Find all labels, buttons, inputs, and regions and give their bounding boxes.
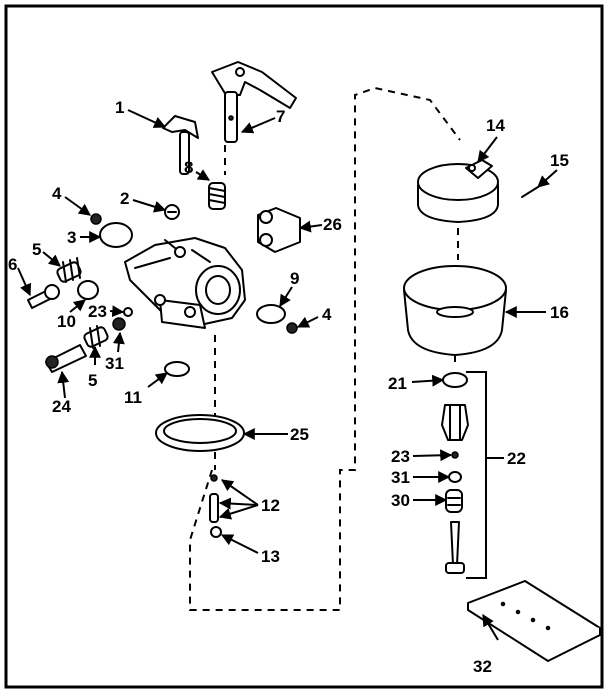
- part-14-float: [417, 159, 499, 223]
- part-22-fitting-assembly: [441, 404, 469, 441]
- callout-5b: 5: [88, 371, 97, 390]
- callout-6: 6: [8, 255, 17, 274]
- callout-3: 3: [67, 228, 76, 247]
- diagram-border: [4, 4, 604, 689]
- part-5a-spring: [56, 257, 82, 283]
- part-15-hinge-pin: [521, 186, 539, 198]
- callout-25: 25: [290, 425, 309, 444]
- part-32-gasket-card: [467, 580, 601, 662]
- part-23a-o-ring: [123, 307, 133, 317]
- callout-30: 30: [391, 491, 410, 510]
- callout-12: 12: [261, 496, 280, 515]
- callout-13: 13: [261, 547, 280, 566]
- carburetor-body: [124, 237, 246, 329]
- callout-11: 11: [124, 388, 142, 407]
- assembly-guide-left: [189, 86, 461, 611]
- part-31b-washer: [448, 471, 462, 483]
- callout-22: 22: [507, 449, 526, 468]
- callout-31a: 31: [105, 354, 124, 373]
- callout-32: 32: [473, 657, 492, 676]
- part-26-fuel-fitting: [257, 207, 301, 253]
- callout-15: 15: [550, 151, 569, 170]
- callout-23a: 23: [88, 302, 107, 321]
- callout-14: 14: [486, 116, 505, 135]
- part-31a-washer: [112, 317, 126, 331]
- part-23b-o-ring: [451, 451, 459, 459]
- callout-5a: 5: [32, 240, 41, 259]
- assembly-guide-right: [454, 215, 459, 368]
- part-13-pin: [210, 526, 222, 538]
- part-21-gasket: [442, 372, 468, 388]
- part-25-gasket: [155, 414, 245, 452]
- part-8-spring: [208, 182, 226, 210]
- part-12-pin: [209, 493, 219, 523]
- part-1-choke-shaft: [162, 115, 199, 175]
- part-4b-screw: [286, 322, 298, 334]
- callout-10: 10: [57, 312, 76, 331]
- callout-labels: 1 7 8 2 4 3 26 5 6 9 10 23 4 31 5 24 11 …: [8, 98, 569, 676]
- callout-7: 7: [276, 107, 285, 126]
- callout-23b: 23: [391, 447, 410, 466]
- callout-4b: 4: [322, 305, 332, 324]
- part-12-clip: [210, 474, 218, 482]
- part-4a-screw: [90, 213, 102, 225]
- part-6-screw: [27, 284, 60, 309]
- callout-4a: 4: [52, 184, 62, 203]
- part-2-screw: [164, 204, 180, 220]
- part-5b-spring: [83, 325, 109, 349]
- part-10-plug: [77, 280, 99, 300]
- part-24-needle-valve: [45, 344, 87, 373]
- part-16-float-bowl: [403, 265, 507, 356]
- callout-9: 9: [290, 269, 299, 288]
- callout-21: 21: [388, 374, 407, 393]
- callout-1: 1: [115, 98, 124, 117]
- inlet-needle: [445, 521, 465, 574]
- part-30-bushing: [445, 489, 463, 513]
- callout-26: 26: [323, 215, 342, 234]
- callout-2: 2: [120, 189, 129, 208]
- part-3-choke-plate: [99, 222, 133, 248]
- part-11-o-ring: [164, 361, 190, 377]
- callout-16: 16: [550, 303, 569, 322]
- part-9-throttle-plate: [256, 304, 286, 324]
- callout-31b: 31: [391, 468, 410, 487]
- part-7-throttle-shaft: [211, 61, 297, 143]
- callout-8: 8: [184, 158, 193, 177]
- leader-lines: [17, 109, 558, 641]
- callout-24: 24: [52, 397, 71, 416]
